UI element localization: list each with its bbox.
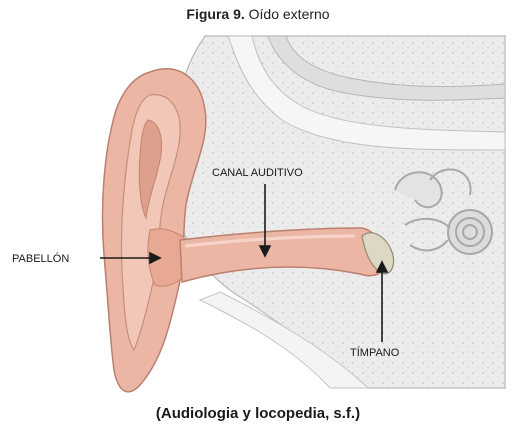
label-eardrum: TÍMPANO — [350, 346, 400, 359]
label-canal: CANAL AUDITIVO — [212, 167, 303, 179]
temporal-bone — [178, 36, 505, 388]
label-pinna: PABELLÓN — [12, 252, 69, 265]
figure-caption: (Audiologia y locopedia, s.f.) — [0, 405, 516, 422]
